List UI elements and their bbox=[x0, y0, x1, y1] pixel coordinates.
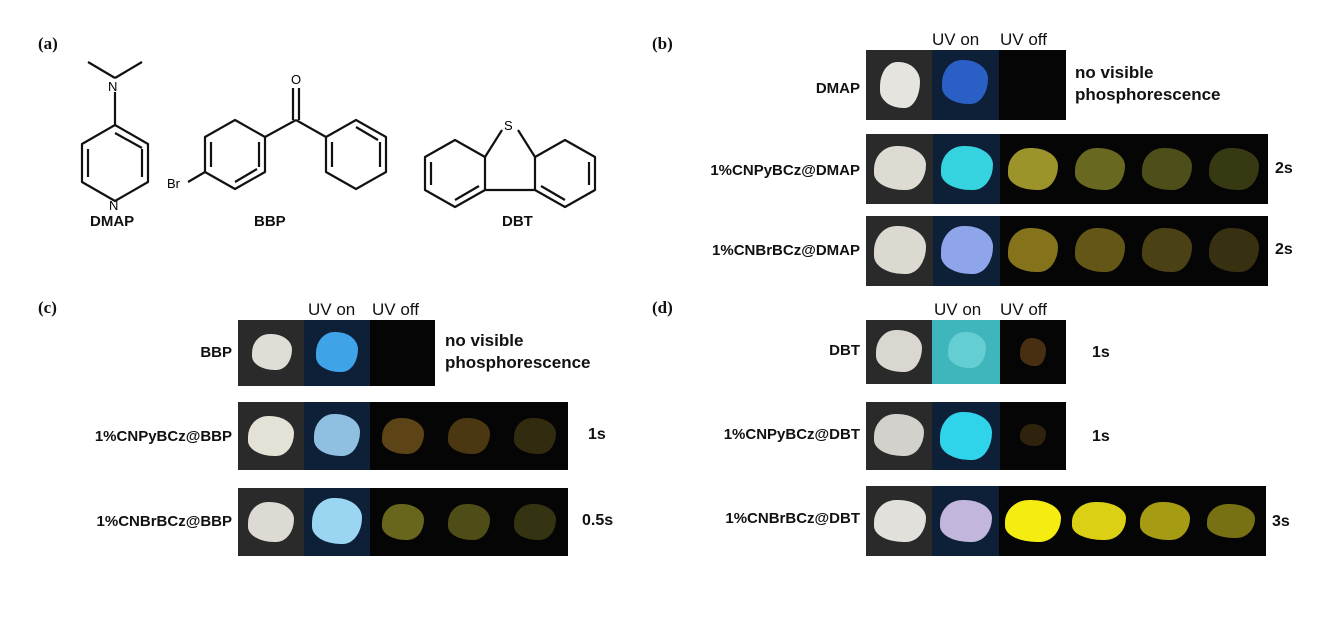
panel-b-row2-photos bbox=[866, 134, 1268, 204]
photo-afterglow bbox=[502, 402, 568, 470]
panel-b-row3-time: 2s bbox=[1275, 241, 1293, 258]
photo-afterglow bbox=[1134, 134, 1201, 204]
bbp-name: BBP bbox=[254, 213, 286, 230]
photo-uv-on bbox=[932, 486, 999, 556]
photo-afterglow bbox=[1066, 486, 1132, 556]
photo-afterglow bbox=[502, 488, 568, 556]
panel-c-row2-photos bbox=[238, 402, 568, 470]
photo-uv-on bbox=[304, 402, 370, 470]
photo-afterglow bbox=[370, 488, 436, 556]
panel-c-row1-label: BBP bbox=[200, 344, 232, 361]
photo-uv-on bbox=[304, 488, 370, 556]
panel-d-row2-time: 1s bbox=[1092, 428, 1110, 445]
photo-afterglow bbox=[1067, 216, 1134, 286]
dbt-name: DBT bbox=[502, 213, 533, 230]
photo-afterglow bbox=[436, 488, 502, 556]
panel-b-row1-photos bbox=[866, 50, 1066, 120]
panel-d-label: (d) bbox=[652, 298, 673, 317]
panel-b-uv-on: UV on bbox=[932, 30, 980, 49]
photo-afterglow bbox=[370, 402, 436, 470]
photo-afterglow bbox=[1201, 216, 1268, 286]
photo-daylight bbox=[238, 320, 304, 386]
panel-b-row1-note: no visible phosphorescence bbox=[1075, 63, 1221, 104]
panel-c-row3-photos bbox=[238, 488, 568, 556]
chemical-structures: N N O Br S bbox=[80, 61, 597, 213]
dbt-ring-right bbox=[533, 138, 597, 209]
panel-d-row2-label: 1%CNPyBCz@DBT bbox=[723, 426, 860, 443]
dmap-ring-n: N bbox=[109, 198, 118, 213]
panel-d-row3-photos bbox=[866, 486, 1266, 556]
panel-b-row3-photos bbox=[866, 216, 1268, 286]
panel-c-row3-label: 1%CNBrBCz@BBP bbox=[96, 513, 232, 530]
panel-b-label: (b) bbox=[652, 34, 673, 53]
photo-uv-off bbox=[370, 320, 435, 386]
dmap-ring bbox=[80, 123, 150, 203]
photo-uv-on bbox=[932, 50, 999, 120]
photo-afterglow bbox=[1000, 216, 1067, 286]
photo-afterglow bbox=[1199, 486, 1266, 556]
dbt-ring-left bbox=[423, 138, 487, 209]
panel-d-row3-time: 3s bbox=[1272, 513, 1290, 530]
photo-afterglow bbox=[1132, 486, 1199, 556]
photo-uv-off bbox=[999, 50, 1066, 120]
photo-afterglow bbox=[1067, 134, 1134, 204]
panel-a-label: (a) bbox=[38, 34, 58, 53]
photo-uv-on bbox=[304, 320, 370, 386]
photo-uv-off bbox=[1000, 320, 1066, 384]
panel-d-row1-photos bbox=[866, 320, 1066, 384]
dbt-s: S bbox=[504, 118, 513, 133]
photo-afterglow bbox=[999, 486, 1066, 556]
panel-b-row2-label: 1%CNPyBCz@DMAP bbox=[710, 162, 860, 179]
photo-uv-on bbox=[933, 134, 1000, 204]
photo-afterglow bbox=[436, 402, 502, 470]
bbp-br: Br bbox=[167, 176, 181, 191]
panel-b-uv-off: UV off bbox=[1000, 30, 1047, 49]
panel-c-label: (c) bbox=[38, 298, 57, 317]
photo-daylight bbox=[866, 486, 932, 556]
bbp-ring-left bbox=[203, 118, 267, 191]
dmap-amine-n: N bbox=[108, 79, 117, 94]
dmap-name: DMAP bbox=[90, 213, 135, 230]
panel-c-row3-time: 0.5s bbox=[582, 512, 614, 529]
photo-daylight bbox=[866, 402, 932, 470]
panel-d-uv-off: UV off bbox=[1000, 300, 1047, 319]
panel-d-uv-on: UV on bbox=[934, 300, 982, 319]
panel-b-row1-label: DMAP bbox=[815, 80, 860, 97]
photo-daylight bbox=[866, 320, 932, 384]
panel-d-row1-time: 1s bbox=[1092, 344, 1110, 361]
panel-c-row1-photos bbox=[238, 320, 435, 386]
panel-c-uv-off: UV off bbox=[372, 300, 419, 319]
photo-daylight bbox=[866, 216, 933, 286]
panel-b-row2-time: 2s bbox=[1275, 160, 1293, 177]
photo-uv-on bbox=[932, 320, 1000, 384]
bbp-o: O bbox=[291, 72, 301, 87]
photo-daylight bbox=[866, 134, 933, 204]
panel-c-row2-label: 1%CNPyBCz@BBP bbox=[94, 428, 232, 445]
photo-uv-on bbox=[933, 216, 1000, 286]
panel-d-row3-label: 1%CNBrBCz@DBT bbox=[725, 510, 860, 527]
photo-uv-on bbox=[932, 402, 1000, 470]
panel-d-row2-photos bbox=[866, 402, 1066, 470]
panel-d-row1-label: DBT bbox=[829, 342, 860, 359]
panel-c-row1-note: no visible phosphorescence bbox=[445, 331, 591, 372]
bbp-ring-right bbox=[324, 118, 388, 191]
panel-c-row2-time: 1s bbox=[588, 426, 606, 443]
photo-daylight bbox=[238, 488, 304, 556]
panel-b-row3-label: 1%CNBrBCz@DMAP bbox=[712, 242, 860, 259]
panel-c-uv-on: UV on bbox=[308, 300, 356, 319]
photo-afterglow bbox=[1201, 134, 1268, 204]
photo-afterglow bbox=[1134, 216, 1201, 286]
photo-afterglow bbox=[1000, 134, 1067, 204]
photo-daylight bbox=[238, 402, 304, 470]
photo-daylight bbox=[866, 50, 932, 120]
photo-uv-off bbox=[1000, 402, 1066, 470]
